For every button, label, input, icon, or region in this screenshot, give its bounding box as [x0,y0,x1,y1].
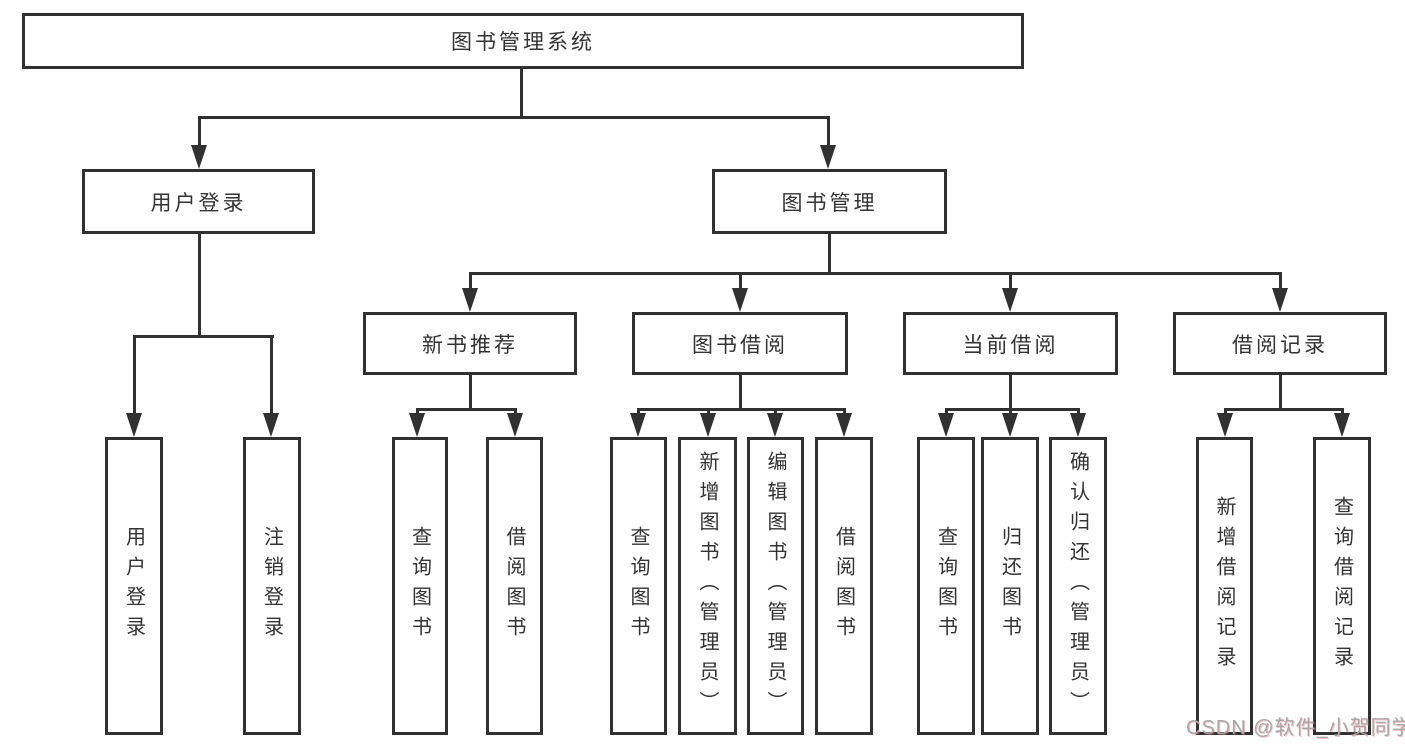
arrow-down-icon [1002,413,1018,437]
node-label: 归还图书 [998,526,1021,646]
node-query-books-recommendation: 查询图书 [392,437,448,735]
node-new-book-recommendation: 新书推荐 [363,312,577,375]
connector-line [197,116,830,119]
arrow-down-icon [409,413,425,437]
connector-line [773,408,777,416]
arrow-down-icon [820,145,836,169]
connector-line [1076,408,1080,416]
node-add-books-admin: 新增图书（管理员） [678,437,737,735]
connector-line [827,233,831,275]
node-label: 查询图书 [627,526,649,646]
node-label: 图书管理系统 [451,31,595,54]
node-label: 确认归还（管理员） [1066,451,1089,721]
node-label: 编辑图书（管理员） [764,451,786,721]
connector-line [826,116,830,148]
arrow-down-icon [1002,288,1018,312]
node-borrow-books-leaf: 借阅图书 [815,437,873,735]
connector-line [1223,408,1344,411]
arrow-down-icon [462,288,478,312]
node-label: 新书推荐 [422,333,518,357]
connector-line [513,408,517,416]
node-label: 查询图书 [408,526,431,646]
connector-line [415,408,517,411]
arrow-down-icon [700,413,716,437]
arrow-down-icon [1070,413,1086,437]
arrow-down-icon [507,413,523,437]
arrow-down-icon [263,413,279,437]
node-book-borrowing: 图书借阅 [632,312,848,375]
arrow-down-icon [732,288,748,312]
node-label: 图书借阅 [692,333,788,357]
node-query-borrow-record: 查询借阅记录 [1313,437,1371,735]
connector-line [1008,375,1012,411]
connector-line [519,68,523,118]
connector-line [636,408,846,411]
node-borrowing-records: 借阅记录 [1173,312,1387,375]
node-user-login: 用户登录 [82,169,315,234]
node-label: 借阅记录 [1232,333,1328,357]
node-borrow-books-recommendation: 借阅图书 [486,437,543,735]
node-label: 借阅图书 [832,526,855,646]
arrow-down-icon [630,413,646,437]
node-edit-books-admin: 编辑图书（管理员） [747,437,804,735]
node-label: 图书管理 [781,191,878,215]
node-label: 当前借阅 [962,333,1059,357]
node-library-management-system: 图书管理系统 [22,13,1024,69]
node-query-books-current: 查询图书 [917,437,975,735]
arrow-down-icon [1334,413,1350,437]
connector-line [706,408,710,416]
connector-line [944,408,948,416]
node-label: 查询图书 [934,526,957,646]
node-label: 用户登录 [122,526,145,646]
connector-line [269,335,273,416]
connector-line [468,272,1282,275]
node-label: 查询借阅记录 [1330,496,1353,676]
node-label: 注销登录 [260,526,283,646]
arrow-down-icon [1217,413,1233,437]
node-label: 新增借阅记录 [1213,496,1235,676]
arrow-down-icon [191,145,207,169]
connector-line [132,335,136,416]
connector-line [1340,408,1344,416]
arrow-down-icon [1272,288,1288,312]
node-label: 借阅图书 [503,526,525,646]
connector-line [468,272,472,291]
connector-line [415,408,419,416]
node-label: 用户登录 [150,191,247,215]
node-logout: 注销登录 [243,437,301,735]
connector-line [738,272,742,291]
arrow-down-icon [126,413,142,437]
node-label: 新增图书（管理员） [696,451,718,721]
connector-line [468,375,472,411]
connector-line [197,116,201,148]
connector-line [738,375,742,411]
node-return-books: 归还图书 [981,437,1039,735]
connector-line [1278,272,1282,291]
connector-line [1223,408,1227,416]
watermark: CSDN @软件_小贺同学 [1186,717,1405,739]
arrow-down-icon [767,413,783,437]
node-confirm-return-admin: 确认归还（管理员） [1049,437,1107,735]
connector-line [1008,272,1012,291]
node-query-books-borrowing: 查询图书 [610,437,667,735]
node-current-borrowing: 当前借阅 [903,312,1118,375]
connector-line [1008,408,1012,416]
connector-line [842,408,846,416]
node-book-management: 图书管理 [712,169,947,234]
connector-line [944,408,1080,411]
connector-line [132,335,274,338]
connector-line [636,408,640,416]
node-add-borrow-record: 新增借阅记录 [1196,437,1253,735]
arrow-down-icon [836,413,852,437]
arrow-down-icon [938,413,954,437]
connector-line [1278,375,1282,411]
connector-line [197,234,201,338]
node-user-login-leaf: 用户登录 [105,437,163,735]
